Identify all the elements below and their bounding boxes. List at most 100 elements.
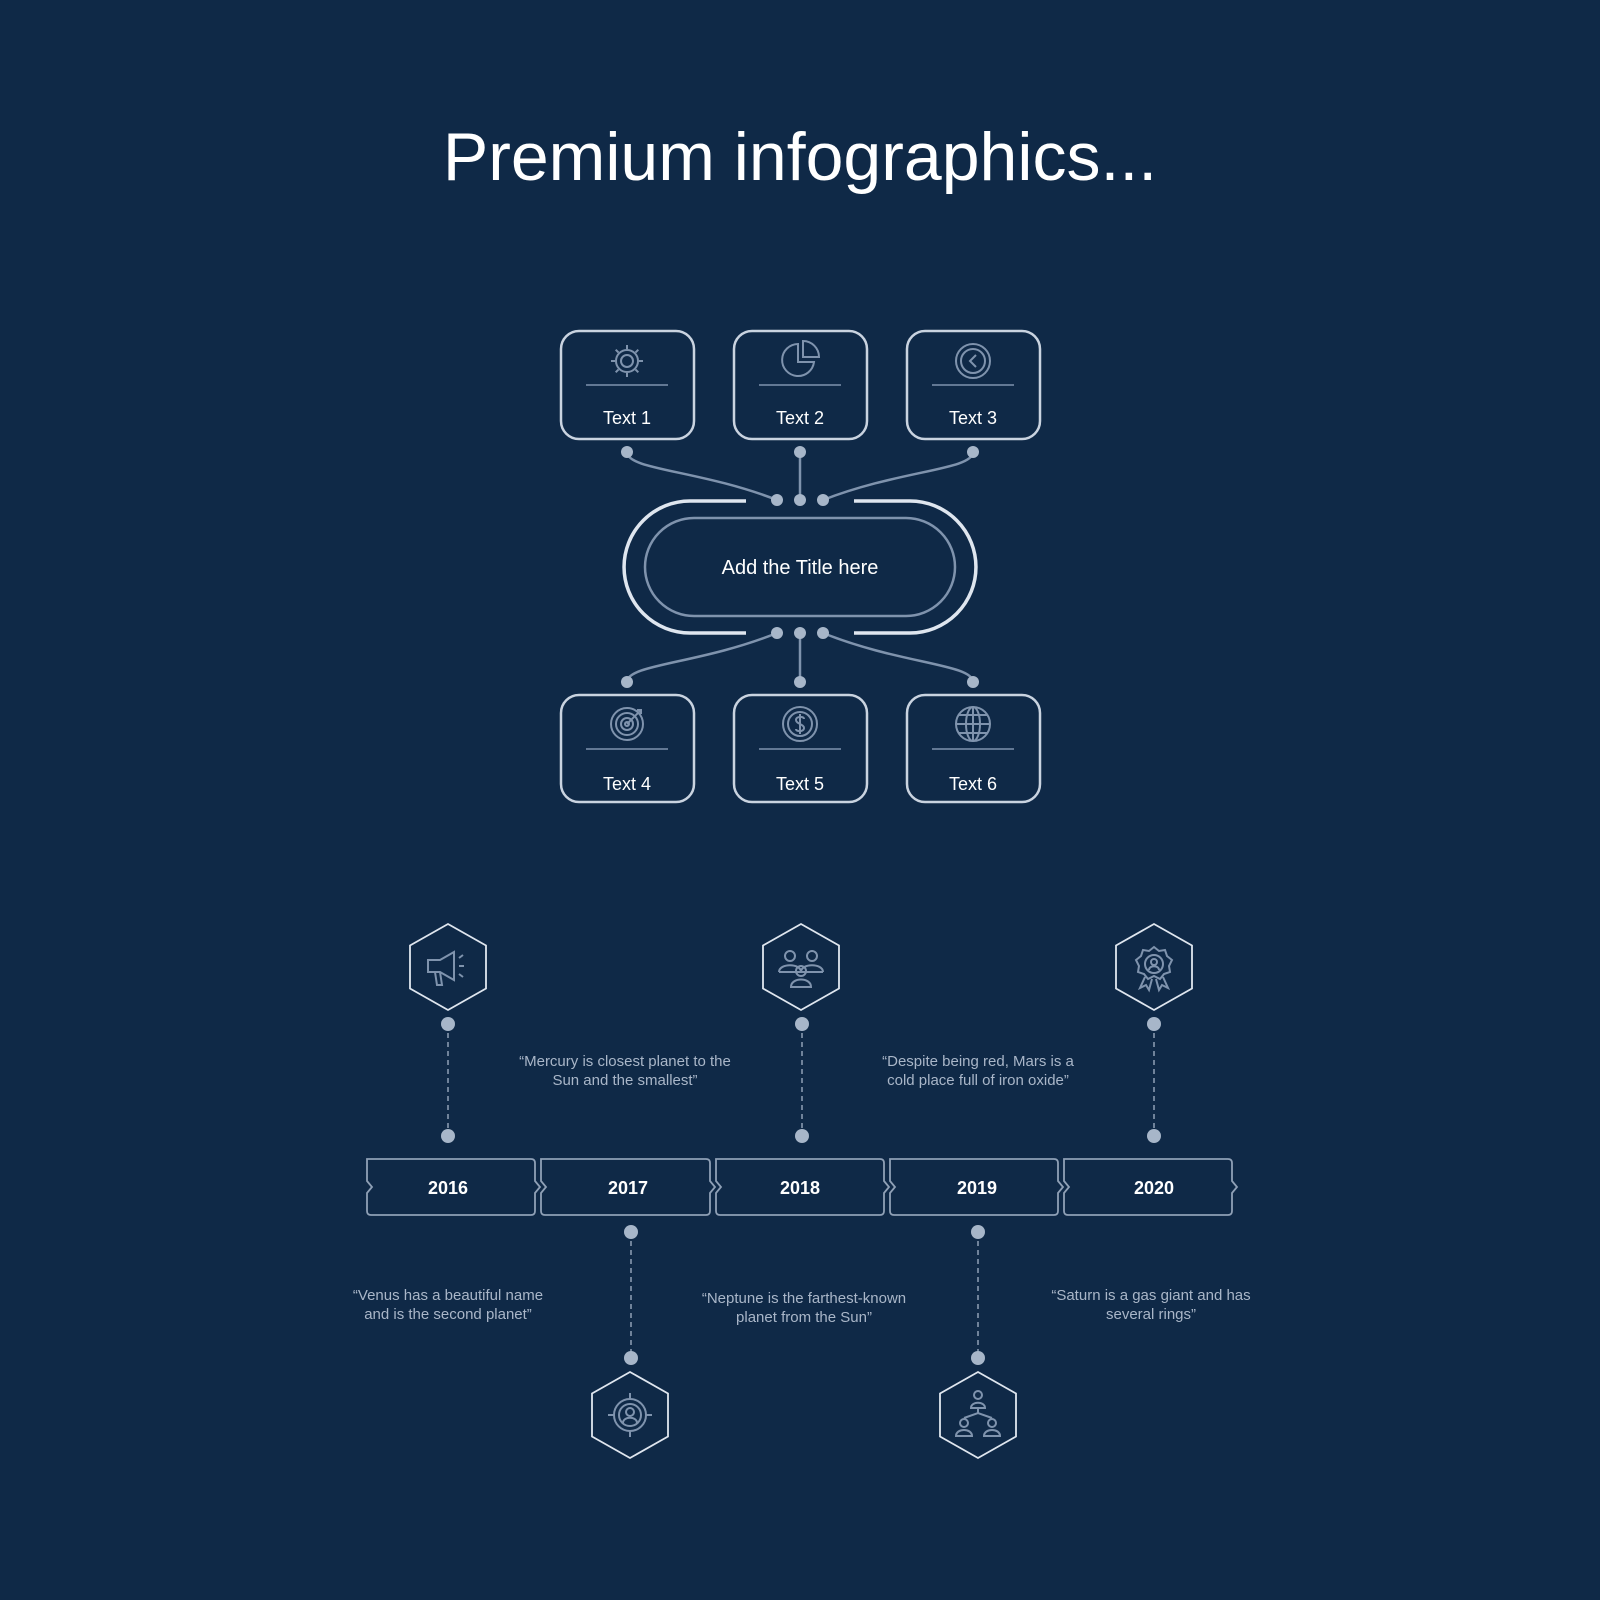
box-label: Text 4 bbox=[603, 774, 651, 794]
connector-text1 bbox=[625, 451, 778, 502]
box-frame bbox=[559, 693, 696, 804]
dot bbox=[794, 446, 806, 458]
timeline-dots bbox=[441, 1017, 1161, 1365]
quote-neptune: “Neptune is the farthest-known planet fr… bbox=[702, 1290, 906, 1326]
top-connectors bbox=[625, 451, 975, 683]
hex-2017 bbox=[591, 1370, 669, 1460]
dot bbox=[1147, 1129, 1161, 1143]
year-boxes bbox=[366, 1158, 1239, 1216]
dot bbox=[794, 676, 806, 688]
quote-line: “Mercury is closest planet to the bbox=[519, 1053, 731, 1070]
box-text-3: Text 3 bbox=[905, 329, 1042, 441]
dot bbox=[771, 627, 783, 639]
quote-line: several rings” bbox=[1106, 1306, 1196, 1323]
target-icon bbox=[610, 707, 644, 741]
center-title: Add the Title here bbox=[722, 557, 879, 579]
year-label: 2017 bbox=[608, 1178, 648, 1198]
hex-2018 bbox=[762, 922, 840, 1012]
quote-line: “Venus has a beautiful name bbox=[353, 1287, 543, 1304]
outer-frame-right bbox=[854, 499, 978, 635]
year-box-2018 bbox=[715, 1158, 891, 1216]
box-label: Text 1 bbox=[603, 408, 651, 428]
year-box-2020 bbox=[1063, 1158, 1239, 1216]
dot bbox=[441, 1129, 455, 1143]
year-box-2016 bbox=[366, 1158, 542, 1216]
connector-text3 bbox=[822, 451, 975, 502]
box-frame bbox=[905, 693, 1042, 804]
quote-line: “Saturn is a gas giant and has bbox=[1051, 1287, 1250, 1304]
timeline: 2016 2017 2018 2019 2020 bbox=[353, 922, 1251, 1460]
dot bbox=[967, 676, 979, 688]
megaphone-icon bbox=[427, 950, 464, 986]
year-label: 2020 bbox=[1134, 1178, 1174, 1198]
box-text-2: Text 2 bbox=[732, 329, 869, 441]
dot bbox=[1147, 1017, 1161, 1031]
year-box-2017 bbox=[540, 1158, 717, 1216]
dot bbox=[971, 1225, 985, 1239]
hexagon bbox=[939, 1370, 1017, 1460]
box-label: Text 2 bbox=[776, 408, 824, 428]
outer-frame-left bbox=[622, 499, 746, 635]
center-node: Add the Title here bbox=[622, 499, 978, 635]
box-text-1: Text 1 bbox=[559, 329, 696, 441]
year-box-2019 bbox=[889, 1158, 1065, 1216]
year-label: 2016 bbox=[428, 1178, 468, 1198]
pie-chart-icon bbox=[781, 339, 821, 377]
quote-line: Sun and the smallest” bbox=[552, 1072, 697, 1089]
quote-line: and is the second planet” bbox=[364, 1306, 532, 1323]
hexagon bbox=[1115, 922, 1193, 1012]
inner-frame bbox=[643, 516, 957, 618]
quote-saturn: “Saturn is a gas giant and has several r… bbox=[1051, 1287, 1250, 1323]
quote-mars: “Despite being red, Mars is a cold place… bbox=[882, 1053, 1074, 1089]
quote-line: cold place full of iron oxide” bbox=[887, 1072, 1069, 1089]
hex-2020 bbox=[1115, 922, 1193, 1012]
timeline-connectors bbox=[447, 1024, 1155, 1358]
hexagon bbox=[409, 922, 487, 1012]
hierarchy-icon bbox=[954, 1390, 1002, 1437]
box-text-5: Text 5 bbox=[732, 693, 869, 804]
dot bbox=[624, 1225, 638, 1239]
page-title: Premium infographics... bbox=[442, 119, 1158, 195]
dot bbox=[621, 676, 633, 688]
dot bbox=[441, 1017, 455, 1031]
dot bbox=[624, 1351, 638, 1365]
dot bbox=[971, 1351, 985, 1365]
dot bbox=[794, 627, 806, 639]
year-label: 2018 bbox=[780, 1178, 820, 1198]
quote-mercury: “Mercury is closest planet to the Sun an… bbox=[519, 1053, 731, 1089]
dot bbox=[621, 446, 633, 458]
connector-text6 bbox=[822, 631, 975, 683]
box-frame bbox=[905, 329, 1042, 441]
dot bbox=[795, 1017, 809, 1031]
dot bbox=[817, 494, 829, 506]
quote-line: “Despite being red, Mars is a bbox=[882, 1053, 1074, 1070]
target-person-icon bbox=[608, 1393, 652, 1437]
box-text-6: Text 6 bbox=[905, 693, 1042, 804]
team-icon bbox=[778, 950, 824, 988]
hex-2016 bbox=[409, 922, 487, 1012]
box-frame bbox=[732, 329, 869, 441]
hexagon bbox=[762, 922, 840, 1012]
quote-venus: “Venus has a beautiful name and is the s… bbox=[353, 1287, 543, 1323]
box-frame bbox=[732, 693, 869, 804]
dot bbox=[771, 494, 783, 506]
hex-2019 bbox=[939, 1370, 1017, 1460]
globe-icon bbox=[955, 706, 991, 742]
quote-line: “Neptune is the farthest-known bbox=[702, 1290, 906, 1307]
connector-text4 bbox=[625, 631, 778, 683]
dollar-coin-icon bbox=[782, 706, 818, 742]
dot bbox=[794, 494, 806, 506]
box-text-4: Text 4 bbox=[559, 693, 696, 804]
dot bbox=[967, 446, 979, 458]
clock-icon bbox=[955, 343, 991, 379]
gear-icon bbox=[611, 345, 643, 377]
box-label: Text 3 bbox=[949, 408, 997, 428]
hexagon bbox=[591, 1370, 669, 1460]
connector-dots bbox=[621, 446, 979, 688]
year-label: 2019 bbox=[957, 1178, 997, 1198]
box-label: Text 6 bbox=[949, 774, 997, 794]
award-badge-icon bbox=[1134, 945, 1174, 993]
quote-line: planet from the Sun” bbox=[736, 1309, 872, 1326]
box-frame bbox=[559, 329, 696, 441]
